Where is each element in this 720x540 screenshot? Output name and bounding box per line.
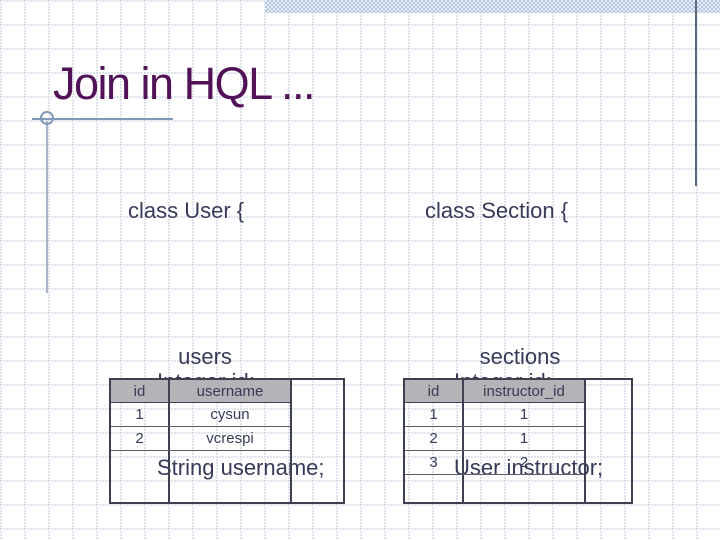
title-underline bbox=[32, 118, 173, 120]
code-line-blank bbox=[128, 283, 325, 312]
users-table: id username 1 cysun 2 vcrespi bbox=[109, 378, 345, 504]
slide-title: Join in HQL ... bbox=[53, 58, 315, 109]
table-cell: 1 bbox=[405, 403, 464, 426]
code-line: class Section { bbox=[425, 198, 569, 223]
table-row: 1 cysun bbox=[111, 403, 290, 427]
right-accent-line bbox=[695, 0, 697, 186]
table-cell: vcrespi bbox=[206, 430, 254, 447]
users-table-empty-column bbox=[292, 380, 343, 502]
table-cell-empty bbox=[170, 451, 290, 502]
sections-table: id instructor_id 1 1 2 1 3 2 bbox=[403, 378, 633, 504]
table-header-row: id instructor_id bbox=[405, 380, 584, 403]
code-line-blank bbox=[425, 283, 603, 312]
sections-table-title: sections bbox=[479, 344, 561, 369]
code-line: String username; bbox=[157, 454, 325, 480]
sections-table-grid: id instructor_id 1 1 2 1 3 2 bbox=[405, 380, 586, 502]
column-header: username bbox=[196, 382, 264, 400]
table-row: 2 vcrespi bbox=[111, 427, 290, 451]
table-cell: 1 bbox=[519, 406, 529, 423]
table-cell-empty bbox=[405, 475, 464, 502]
table-cell: 1 bbox=[111, 403, 170, 426]
column-header: id bbox=[405, 380, 464, 402]
table-cell: 1 bbox=[519, 430, 529, 447]
table-row: 3 2 bbox=[405, 451, 584, 475]
column-header: instructor_id bbox=[483, 382, 565, 400]
table-row: 2 1 bbox=[405, 427, 584, 451]
title-circle-ornament bbox=[40, 111, 54, 125]
left-accent-line bbox=[46, 121, 48, 293]
column-header: id bbox=[111, 380, 170, 402]
table-header-row: id username bbox=[111, 380, 290, 403]
table-row: 1 1 bbox=[405, 403, 584, 427]
top-accent-band bbox=[265, 0, 720, 13]
code-line: class User { bbox=[128, 198, 245, 223]
table-cell: 2 bbox=[519, 454, 529, 471]
sections-table-empty-column bbox=[586, 380, 631, 502]
code-line: User instructor; bbox=[454, 454, 604, 480]
users-table-grid: id username 1 cysun 2 vcrespi bbox=[111, 380, 292, 502]
table-cell-empty bbox=[464, 475, 584, 502]
table-cell: cysun bbox=[210, 406, 250, 423]
table-cell: 3 bbox=[405, 451, 464, 474]
table-cell-empty bbox=[111, 451, 170, 502]
table-empty-row bbox=[405, 475, 584, 502]
table-cell: 2 bbox=[405, 427, 464, 450]
users-table-title: users bbox=[178, 344, 232, 369]
table-empty-row bbox=[111, 451, 290, 502]
table-cell: 2 bbox=[111, 427, 170, 450]
